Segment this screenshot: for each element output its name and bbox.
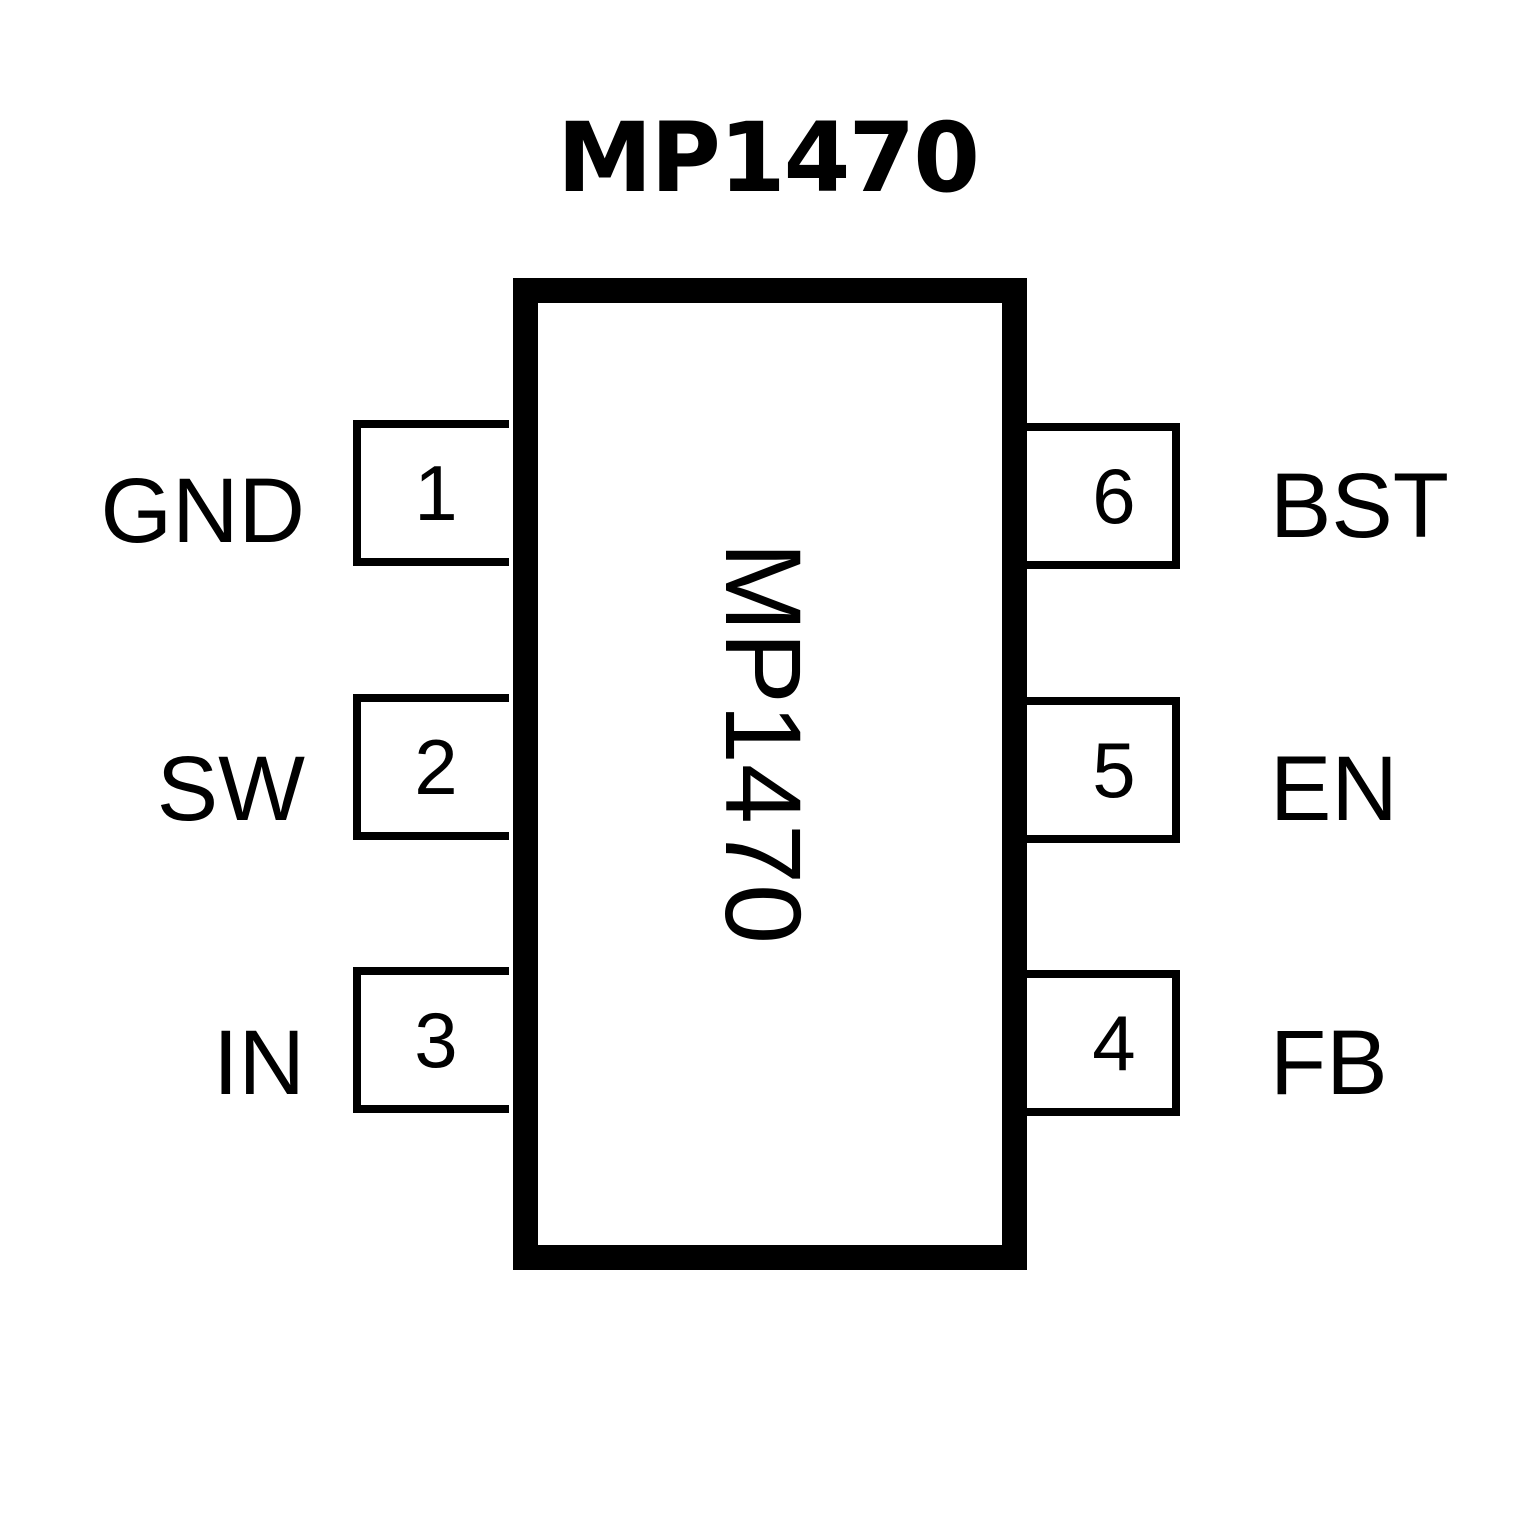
pin-4-number: 4 (1092, 999, 1136, 1087)
pin-5-number: 5 (1092, 726, 1136, 814)
pin-2-name: SW (156, 738, 305, 840)
pin-1-pad: 1 (353, 420, 509, 566)
pin-5-name: EN (1270, 738, 1398, 840)
pin-1-name: GND (100, 460, 305, 562)
pin-6-number: 6 (1092, 452, 1136, 540)
pin-6-pad: 6 (1024, 423, 1180, 569)
pin-3-number: 3 (414, 996, 458, 1084)
pin-4-name: FB (1270, 1012, 1388, 1114)
pin-4-pad: 4 (1024, 970, 1180, 1116)
pin-3-name: IN (213, 1012, 305, 1114)
pin-2-number: 2 (414, 723, 458, 811)
ic-package-body (513, 278, 1027, 1270)
pin-2-pad: 2 (353, 694, 509, 840)
pin-6-name: BST (1270, 455, 1449, 557)
pin-1-number: 1 (414, 449, 458, 537)
ic-body-label: MP1470 (703, 541, 824, 945)
pin-5-pad: 5 (1024, 697, 1180, 843)
diagram-title: MP1470 (556, 102, 980, 214)
pin-3-pad: 3 (353, 967, 509, 1113)
